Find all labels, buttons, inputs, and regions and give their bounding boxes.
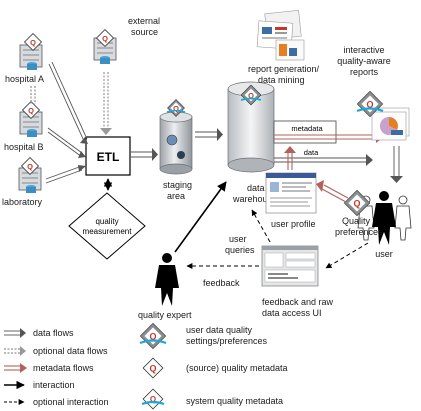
legend-user-settings-1: user data quality — [186, 325, 253, 335]
feedback-ui-label-2: data access UI — [262, 308, 322, 318]
report-generation-label-1: report generation/ — [248, 64, 320, 74]
hospital-b-label: hospital B — [4, 142, 44, 152]
quality-measurement-label-1: quality — [95, 217, 118, 226]
quality-preferences-label-2: preferences — [335, 227, 383, 237]
legend-optional-data-flow-symbol — [4, 349, 20, 353]
metadata-flow-preferences — [322, 185, 348, 202]
laboratory-label: laboratory — [2, 197, 43, 207]
feedback-label: feedback — [203, 278, 240, 288]
quality-preferences-label-1: Quality — [342, 216, 371, 226]
data-warehouse-label-1: data — [247, 183, 265, 193]
external-source-label-1: external — [128, 16, 160, 26]
feedback-ui-label-1: feedback and raw — [262, 297, 334, 307]
user-profile-node: user profile — [266, 173, 316, 229]
external-source-node: Q external source — [94, 16, 160, 64]
reports-label-3: reports — [350, 67, 379, 77]
legend-metadata-flow-symbol — [4, 366, 20, 370]
svg-text:Q: Q — [149, 364, 156, 374]
user-queries-label-1: user — [229, 234, 247, 244]
legend-user-settings-icon: Q — [140, 323, 166, 348]
external-source-label-2: source — [131, 27, 158, 37]
svg-text:Q: Q — [28, 106, 34, 115]
legend-metadata-flows: metadata flows — [33, 363, 94, 373]
legend-optional-data-flows: optional data flows — [33, 346, 108, 356]
legend-system-metadata-icon: Q — [142, 389, 164, 409]
legend-user-settings-2: settings/preferences — [186, 336, 268, 346]
svg-text:Q: Q — [30, 38, 36, 47]
legend-data-flows: data flows — [33, 328, 74, 338]
etl-label: ETL — [97, 150, 120, 164]
legend-system-metadata: system quality metadata — [186, 396, 283, 406]
legend-interaction: interaction — [33, 380, 75, 390]
legend-data-flow-symbol — [4, 331, 20, 335]
gear-icon — [177, 151, 185, 159]
legend: data flows optional data flows metadata … — [4, 323, 288, 409]
legend-source-metadata: (source) quality metadata — [186, 363, 288, 373]
svg-text:Q: Q — [102, 34, 108, 43]
legend-source-metadata-icon: Q — [143, 358, 163, 378]
reports-node: interactive quality-aware reports Q — [337, 45, 409, 140]
laboratory-node: Q laboratory — [2, 158, 43, 207]
user-profile-label: user profile — [271, 219, 316, 229]
reports-label-1: interactive — [343, 45, 384, 55]
source-data-flows — [46, 62, 87, 183]
quality-expert-node: quality expert — [138, 253, 192, 320]
quality-measurement-label-2: measurement — [83, 227, 133, 236]
reports-user-flow — [394, 146, 399, 176]
metadata-flow-profile — [288, 152, 292, 170]
hospital-b-node: Q hospital B — [4, 102, 44, 152]
external-optional-flow — [104, 72, 108, 130]
expert-icon — [155, 253, 179, 306]
quality-expert-label: quality expert — [138, 310, 192, 320]
gear-icon — [167, 135, 177, 145]
user-queries-interaction — [252, 210, 270, 242]
user-label: user — [375, 249, 393, 259]
quality-measurement-diamond — [69, 193, 145, 259]
staging-warehouse-flow — [195, 132, 217, 137]
user-queries-label-2: queries — [225, 245, 255, 255]
hospital-a-node: Q hospital A — [5, 34, 44, 84]
svg-text:Q: Q — [173, 104, 179, 113]
user-feedback-ui-interaction — [326, 243, 368, 268]
report-generation-node: report generation/ data mining — [248, 10, 320, 85]
staging-area-label-1: staging — [163, 180, 192, 190]
hospital-a-label: hospital A — [5, 74, 44, 84]
staging-area-label-2: area — [167, 191, 185, 201]
staging-area-node: Q staging area — [160, 100, 192, 201]
feedback-ui-node: feedback and raw data access UI — [262, 246, 334, 318]
reports-label-2: quality-aware — [337, 56, 391, 66]
legend-optional-interaction: optional interaction — [33, 397, 109, 407]
svg-text:Q: Q — [353, 199, 360, 209]
data-band-label: data — [304, 148, 319, 157]
metadata-band-label: metadata — [291, 124, 323, 133]
report-generation-label-2: data mining — [258, 75, 305, 85]
svg-text:Q: Q — [27, 162, 33, 171]
etl-staging-flow — [131, 152, 152, 157]
